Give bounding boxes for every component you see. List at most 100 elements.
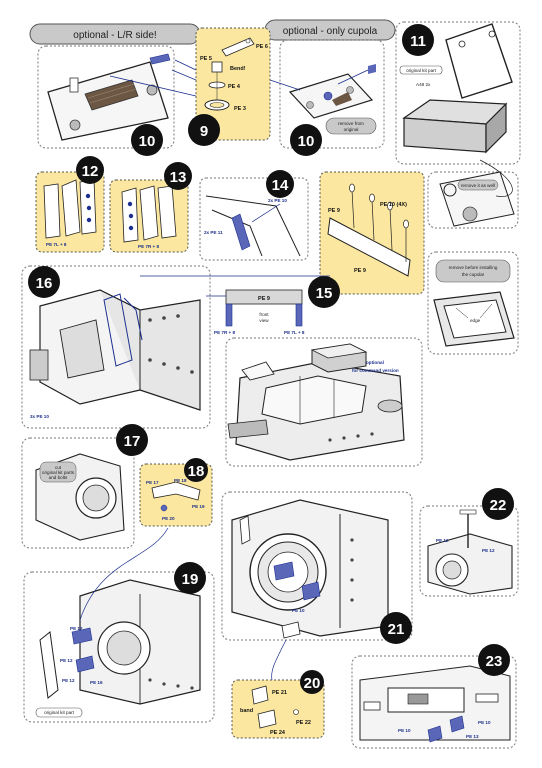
- step-21-number: 21: [388, 621, 405, 638]
- step-21-badge: 21: [380, 612, 412, 644]
- step-10-left-number: 10: [139, 133, 156, 150]
- step-15-panel: PE 9 PE 10 (4X) PE 9: [319, 171, 425, 295]
- label-pe12-19c: PE 12: [62, 678, 75, 683]
- label-pe10-23b: PE 10: [478, 720, 491, 725]
- label-pe10-3x: 3x PE 10: [30, 414, 49, 419]
- label-front-view-2: view: [259, 318, 269, 323]
- label-pe5: PE 5: [200, 56, 212, 62]
- step-10-right-number: 10: [298, 133, 315, 150]
- header-only-cupola: optional - only cupola: [264, 19, 396, 41]
- main-hull-panel: optional for command version: [225, 337, 423, 467]
- step-11-number: 11: [410, 33, 426, 50]
- step-13-panel: PE 7R + 8: [109, 179, 189, 253]
- step-16-front-view: PE 9 front view PE 7R + 8 PE 7L + 8: [140, 275, 330, 335]
- step-16-badge: 16: [28, 266, 60, 298]
- step-14-panel: 2x PE 10 2x PE 11: [199, 177, 309, 261]
- step-14-badge: 14: [266, 170, 294, 198]
- label-pe9b: PE 9: [354, 268, 366, 274]
- step-9-panel: PE 6 PE 5 Bend! PE 4 PE 3: [195, 27, 271, 141]
- step-9-number: 9: [200, 123, 208, 140]
- label-pe10-2x: 2x PE 10: [268, 198, 287, 203]
- step-14-number: 14: [272, 177, 289, 194]
- label-original-kit-part-19: original kit part: [44, 710, 75, 715]
- label-pe9-front: PE 9: [258, 296, 270, 302]
- step-22-number: 22: [490, 497, 507, 514]
- label-remove-it-as-well: remove it as well: [461, 183, 495, 188]
- label-pe3: PE 3: [234, 106, 246, 112]
- label-optional-1: optional: [366, 360, 384, 365]
- step-10-right-badge: 10: [290, 124, 322, 156]
- step-11-remove-detail: remove it as well: [427, 159, 519, 229]
- step-10-left-panel: [37, 45, 197, 149]
- header-only-cupola-text: optional - only cupola: [283, 26, 378, 37]
- step-17-number: 17: [124, 433, 141, 450]
- label-pe7l8b: PE 7L + 8: [284, 330, 305, 335]
- step-12-badge: 12: [76, 156, 104, 184]
- step-12-panel: PE 7L + 8: [35, 171, 105, 253]
- label-pe10-4x: PE 10 (4X): [380, 202, 407, 208]
- header-lr-side-text: optional - L/R side!: [73, 30, 156, 41]
- step-21-panel: PE 10: [221, 491, 413, 641]
- step-18-badge: 18: [184, 458, 208, 482]
- step-12-number: 12: [82, 163, 99, 180]
- step-11-panel: original kit part A48 2x: [395, 21, 521, 165]
- step-10-left-badge: 10: [131, 124, 163, 156]
- label-pe18: PE 18: [174, 478, 187, 483]
- connector-lines: [79, 69, 301, 681]
- label-cut-2: original kit parts: [42, 470, 75, 475]
- step-23-number: 23: [486, 653, 503, 670]
- label-remove-original-2: original: [344, 127, 359, 132]
- label-pe19: PE 19: [192, 504, 205, 509]
- label-pe13: PE 13: [466, 734, 479, 739]
- label-bend: Bend!: [230, 66, 246, 72]
- label-pe12-22b: PE 12: [482, 548, 495, 553]
- step-16-number: 16: [36, 275, 53, 292]
- step-19-panel: PE 12 PE 12 PE 12 PE 16 original kit par…: [23, 571, 215, 723]
- label-cut-3: and bolts: [49, 475, 68, 480]
- label-pe17: PE 17: [146, 480, 159, 485]
- step-16-panel: 3x PE 10: [21, 265, 211, 429]
- label-optional-2: for command version: [352, 368, 399, 373]
- step-9-badge: 9: [188, 114, 220, 146]
- step-10-right-panel: remove from original: [279, 39, 385, 149]
- step-20-number: 20: [304, 675, 321, 692]
- label-pe7l8: PE 7L + 8: [46, 242, 67, 247]
- label-pe12-19a: PE 12: [70, 626, 83, 631]
- cupola-remove-detail: remove before installing the cupola! edg…: [427, 251, 519, 355]
- step-11-badge: 11: [402, 24, 434, 56]
- label-pe16: PE 16: [90, 680, 103, 685]
- step-13-number: 13: [170, 169, 187, 186]
- label-a48: A48 2x: [416, 82, 431, 87]
- label-pe24: PE 24: [270, 730, 286, 736]
- label-remove-original-1: remove from: [338, 121, 364, 126]
- label-pe12-22a: PE 12: [436, 538, 449, 543]
- step-19-number: 19: [182, 571, 199, 588]
- step-23-panel: PE 10 PE 10 PE 13: [351, 655, 517, 749]
- label-pe4: PE 4: [228, 84, 241, 90]
- step-23-badge: 23: [478, 644, 510, 676]
- step-13-badge: 13: [164, 162, 192, 190]
- step-19-badge: 19: [174, 562, 206, 594]
- label-pe21: PE 21: [272, 690, 287, 696]
- label-pe10-21: PE 10: [292, 608, 305, 613]
- step-15-badge: 15: [308, 276, 340, 308]
- step-18-number: 18: [188, 463, 205, 480]
- step-17-panel: cut original kit parts and bolts: [21, 437, 135, 549]
- label-pe10-23a: PE 10: [398, 728, 411, 733]
- label-bend-20: band: [240, 708, 253, 714]
- step-15-number: 15: [316, 285, 333, 302]
- label-front-view-1: front: [259, 312, 269, 317]
- label-pe11-2x: 2x PE 11: [204, 230, 223, 235]
- label-pe20: PE 20: [162, 516, 175, 521]
- label-edge: edge: [470, 318, 481, 323]
- label-pe7r8b: PE 7R + 8: [214, 330, 236, 335]
- label-pe22: PE 22: [296, 720, 311, 726]
- step-20-badge: 20: [300, 670, 324, 694]
- label-pe6: PE 6: [256, 44, 268, 50]
- step-22-badge: 22: [482, 488, 514, 520]
- header-lr-side: optional - L/R side!: [29, 23, 201, 45]
- label-remove-before-2: the cupola!: [462, 272, 484, 277]
- step-17-badge: 17: [116, 424, 148, 456]
- step-22-panel: PE 12 PE 12: [419, 505, 519, 597]
